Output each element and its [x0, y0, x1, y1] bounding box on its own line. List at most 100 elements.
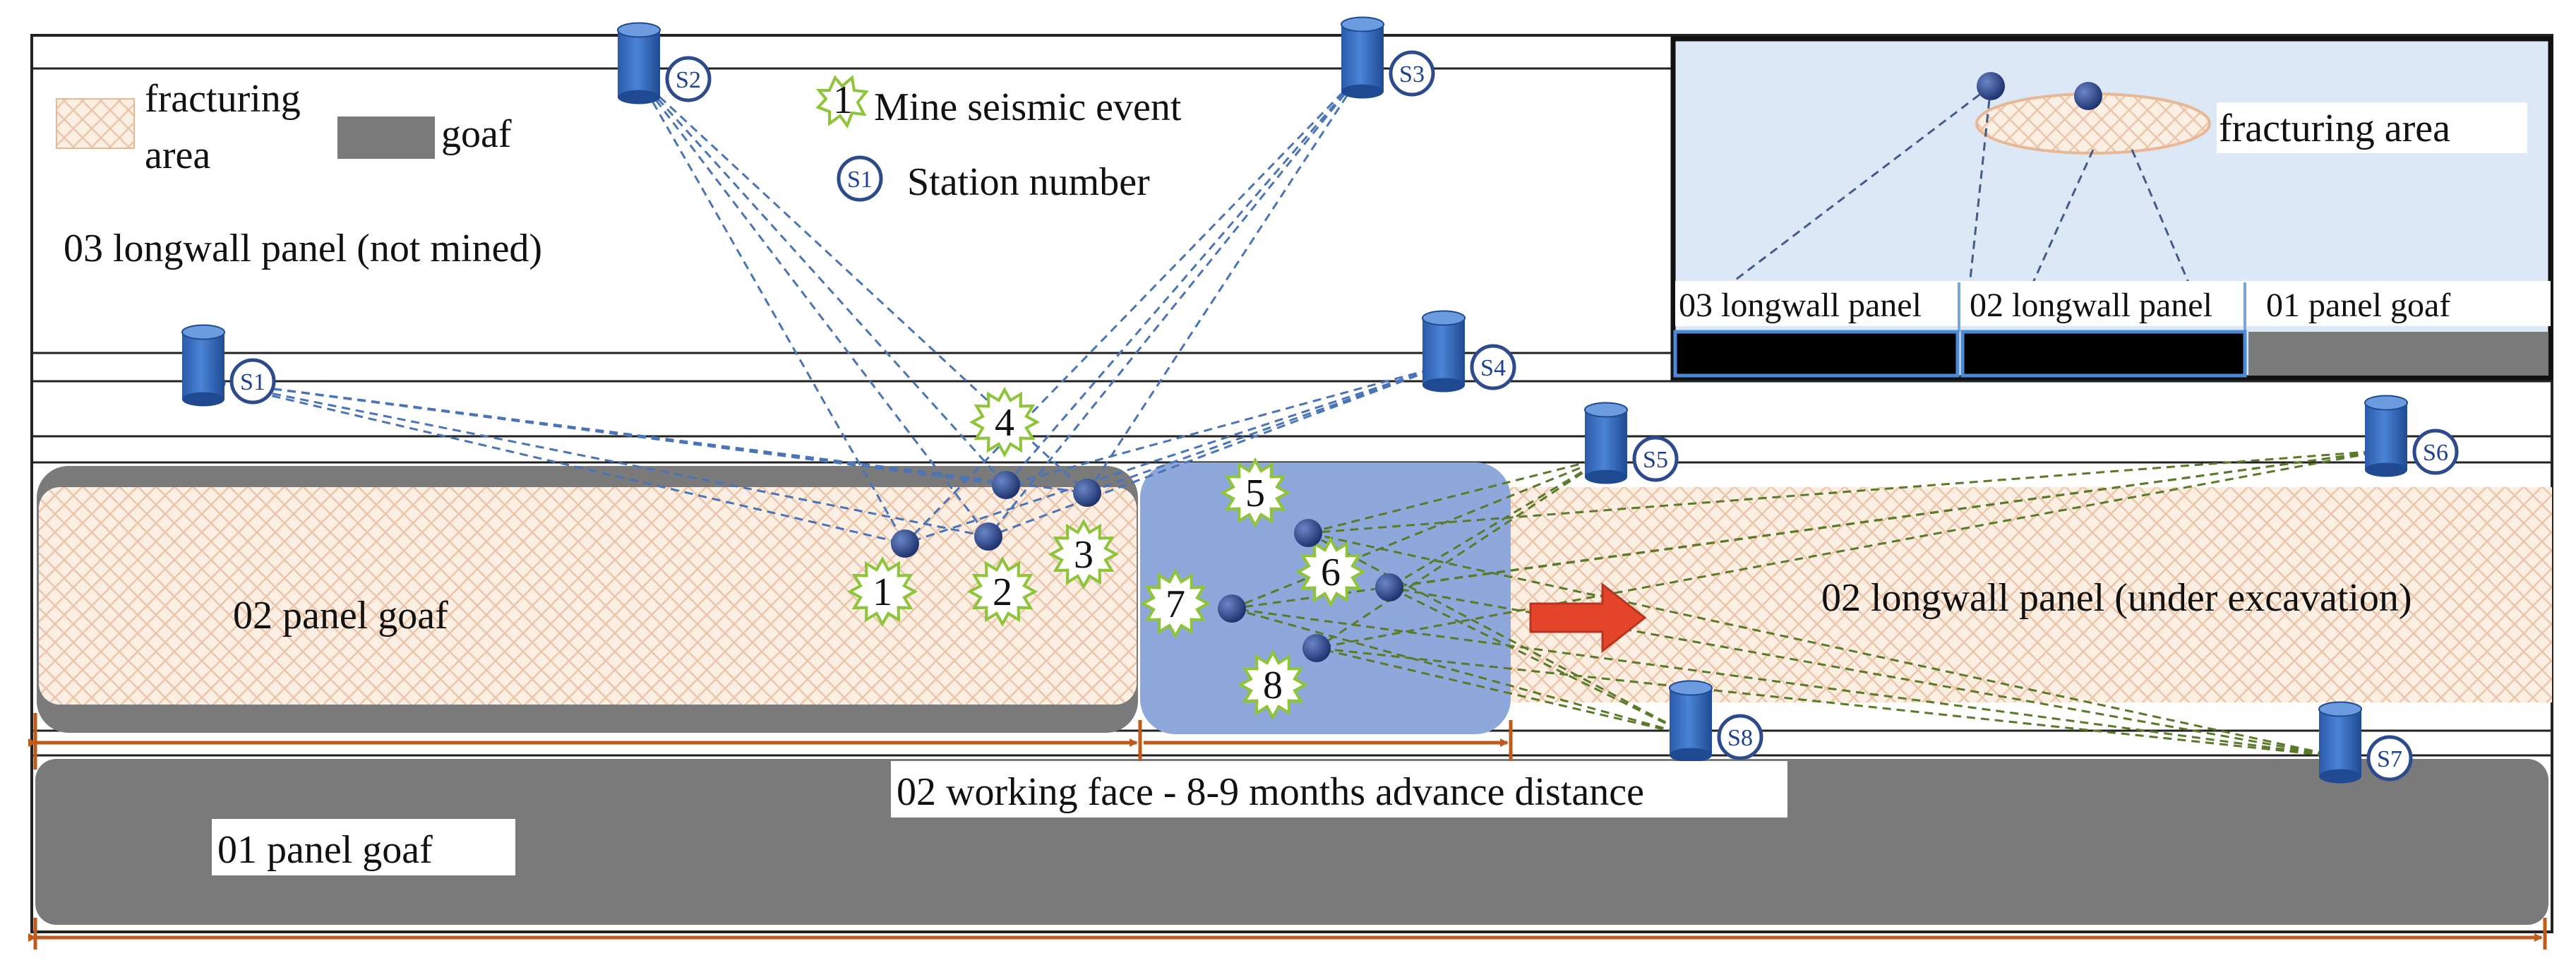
ray-green-s6-5: [1307, 449, 2387, 534]
station-s6: S6: [2364, 395, 2459, 477]
inset-panel01-block: [2248, 332, 2548, 376]
inset-fracturing-label-bg: [2217, 102, 2527, 153]
ray-green-s7-8: [1316, 647, 2341, 758]
event-star-3: [1048, 518, 1120, 590]
panel02-goaf-fracturing: [39, 487, 1137, 705]
event-star-8: [1237, 649, 1309, 721]
ray-blue-s4-4: [1005, 364, 1444, 486]
ray-green-s8-7: [1231, 607, 1691, 737]
inset-cross-section: fracturing area 03 longwall panel 02 lon…: [1670, 36, 2553, 381]
station-label-s4: S4: [1480, 355, 1506, 381]
advance-dimension: [28, 713, 2547, 950]
inset-event-ball-2: [2074, 82, 2102, 110]
ray-green-s7-5: [1307, 532, 2341, 758]
station-badge-s6: [2412, 429, 2459, 475]
inset-panel02-block: [1960, 330, 2247, 378]
event-star-1: [846, 556, 918, 628]
event-number-2: 2: [993, 570, 1012, 614]
label-panel02-goaf: 02 panel goaf: [233, 594, 448, 637]
label-advance-bg: [891, 761, 1787, 818]
inset-background: [1670, 36, 2553, 381]
ray-green-s8-8: [1316, 647, 1691, 737]
legend-fracturing-label-1: fracturing: [145, 77, 301, 121]
station-top-s4: [1422, 310, 1466, 326]
legend-fracturing-label-2: area: [145, 133, 210, 177]
panel01-goaf: [35, 759, 2548, 925]
station-s3: S3: [1341, 16, 1435, 99]
event-ball-7: [1218, 594, 1246, 623]
ray-blue-s2-1: [637, 77, 906, 544]
label-panel02-excavation: 02 longwall panel (under excavation): [1821, 576, 2412, 620]
station-body-s8: [1670, 688, 1712, 755]
legend-goaf-label: goaf: [441, 112, 512, 156]
station-badge-s5: [1632, 436, 1679, 482]
inset-panel01-label: 01 panel goaf: [2266, 287, 2450, 324]
station-top-s3: [1341, 16, 1384, 32]
station-badge-s4: [1470, 344, 1516, 390]
legend-station-example: S1: [847, 167, 873, 193]
station-label-s6: S6: [2423, 440, 2448, 466]
inset-panel02-label: 02 longwall panel: [1970, 287, 2212, 324]
station-s8: S8: [1669, 680, 1763, 762]
advance-direction-arrow: [1529, 582, 1647, 654]
ray-blue-s4-2: [988, 364, 1444, 538]
ray-blue-s4-1: [904, 364, 1444, 545]
event-number-1: 1: [873, 570, 892, 614]
event-number-4: 4: [995, 401, 1014, 445]
ray-blue-s1-4: [203, 378, 1007, 486]
station-base-s7: [2319, 769, 2361, 784]
event-ball-8: [1302, 634, 1331, 662]
station-badge-s7: [2366, 735, 2413, 782]
event-ball-6: [1375, 573, 1403, 601]
legend-goaf-swatch: [337, 116, 435, 159]
ray-blue-s3-4: [1005, 71, 1364, 486]
station-badge-s2: [665, 56, 712, 102]
legend-seismic-label: Mine seismic event: [874, 85, 1182, 129]
event-number-8: 8: [1263, 664, 1283, 707]
station-label-s2: S2: [676, 67, 701, 93]
inset-label-bg: [1675, 281, 2551, 326]
station-s2: S2: [617, 22, 712, 104]
event-star-4: [969, 386, 1041, 458]
ray-green-s5-5: [1307, 456, 1607, 534]
event-ball-3: [1073, 479, 1101, 507]
station-body-s5: [1585, 409, 1627, 477]
station-base-s5: [1585, 469, 1627, 484]
ray-blue-s1-2: [203, 378, 989, 538]
station-body-s1: [182, 332, 224, 400]
legend-seismic-star: [815, 75, 869, 129]
ray-green-s8-5: [1307, 532, 1691, 737]
station-label-s8: S8: [1727, 725, 1753, 751]
ray-green-s6-8: [1316, 449, 2387, 649]
ray-green-s5-8: [1316, 456, 1607, 649]
station-base-s2: [618, 90, 660, 104]
ray-blue-s3-1: [904, 71, 1364, 545]
station-s7: S7: [2318, 701, 2413, 784]
legend-station-label: Station number: [907, 160, 1150, 204]
station-s1: S1: [181, 324, 276, 407]
outer-frame: [30, 34, 2553, 933]
legend: fracturing area goaf 1 Mine seismic even…: [56, 75, 1182, 204]
station-label-s1: S1: [240, 369, 265, 395]
station-body-s3: [1341, 24, 1384, 92]
ray-blue-s3-2: [987, 71, 1364, 537]
station-top-s6: [2364, 395, 2408, 411]
station-top-s7: [2318, 701, 2362, 717]
event-number-3: 3: [1074, 533, 1094, 577]
inset-fracturing-label: fracturing area: [2219, 107, 2450, 150]
inset-event-ball-1: [1977, 72, 2005, 100]
legend-fracturing-swatch: [56, 98, 135, 149]
inset-rays: [1683, 85, 2190, 321]
event-star-7: [1139, 568, 1211, 640]
station-top-s1: [181, 324, 225, 340]
legend-station-circle: [837, 155, 883, 202]
station-badge-s1: [229, 358, 276, 405]
ray-green-s7-7: [1231, 607, 2341, 758]
event-star-6: [1295, 536, 1367, 608]
station-s5: S5: [1584, 402, 1679, 484]
ray-green-s6-7: [1231, 449, 2387, 610]
station-base-s1: [182, 392, 224, 407]
event-star-5: [1219, 457, 1291, 529]
